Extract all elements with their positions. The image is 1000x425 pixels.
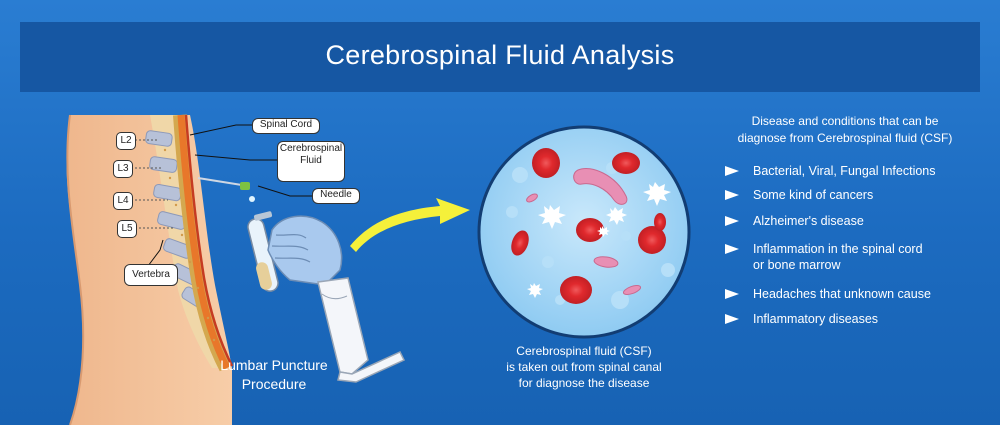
vertebra-level-text: L2 [120,135,132,146]
vertebra-label-text: Vertebra [132,269,170,280]
procedure-caption: Lumbar Puncture Procedure [214,356,334,394]
sleeve [317,277,406,383]
vertebra-label: Vertebra [124,264,178,286]
vertebra-level-text: L5 [121,223,133,234]
spinal-cord-label-text: Spinal Cord [259,119,313,130]
bullet-arrow-icon [725,289,739,299]
procedure-caption-line1: Lumbar Puncture [220,357,328,373]
csf-label-line2: Fluid [300,155,322,166]
condition-item-text: Headaches that unknown cause [753,287,931,301]
csf-label-line1: Cerebrospinal [279,143,343,154]
needle-label: Needle [312,188,360,204]
csf-caption-line3: for diagnose the disease [518,376,650,390]
vertebra-level-l4: L4 [113,192,133,210]
needle-label-text: Needle [320,189,352,200]
condition-item-text: Inflammation in the spinal cord [753,242,923,256]
csf-label: Cerebrospinal Fluid [277,141,345,182]
vertebra-level-text: L4 [117,195,129,206]
label-connectors [147,124,312,267]
page-title: Cerebrospinal Fluid Analysis [325,40,675,70]
spinal-cord-label: Spinal Cord [252,118,320,134]
vertebra-level-l3: L3 [113,160,133,178]
vertebra-level-l2: L2 [116,132,136,150]
csf-caption: Cerebrospinal fluid (CSF) is taken out f… [474,343,694,391]
microscope-view [477,125,691,339]
conditions-heading-line1: Disease and conditions that can be [751,114,939,128]
curved-arrow [350,198,470,252]
csf-caption-line2: is taken out from spinal canal [506,360,662,374]
conditions-heading-line2: diagnose from Cerebrospinal fluid (CSF) [737,131,953,145]
bullet-arrow-icon [725,216,739,226]
bullet-arrow-icon [725,190,739,200]
vertebra-level-text: L3 [117,163,129,174]
conditions-heading: Disease and conditions that can be diagn… [700,113,990,147]
procedure-caption-line2: Procedure [241,376,307,392]
condition-item-text: Bacterial, Viral, Fungal Infections [753,164,936,178]
bullet-arrow-icon [725,244,739,254]
condition-item-text: Some kind of cancers [753,188,874,202]
condition-item-text: Inflammatory diseases [753,312,879,326]
stock-id: 328641065 [3,312,17,422]
csf-caption-line1: Cerebrospinal fluid (CSF) [516,344,652,358]
needle [197,177,255,202]
condition-item-text-line2: or bone marrow [753,258,841,272]
bullet-arrow-icon [725,314,739,324]
title-banner: Cerebrospinal Fluid Analysis [20,22,980,92]
condition-item-text: Alzheimer's disease [753,214,864,228]
bullet-arrow-icon [725,166,739,176]
vertebra-level-l5: L5 [117,220,137,238]
gloved-hand [267,215,343,286]
spine [135,114,234,372]
